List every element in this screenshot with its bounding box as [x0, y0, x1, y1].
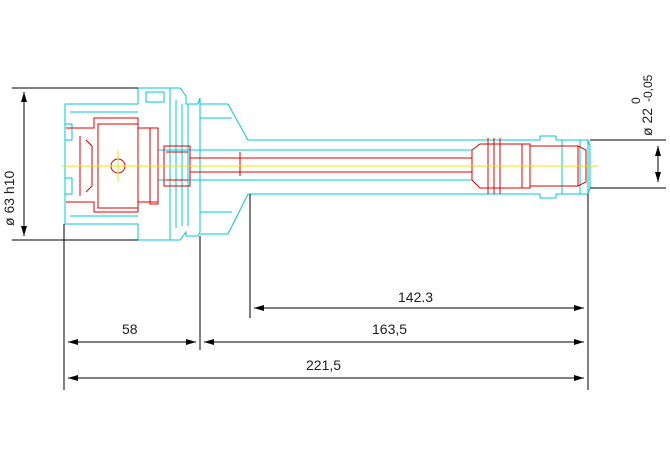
dim-length-163-5: 163,5 [372, 321, 407, 337]
dim-length-142-3: 142.3 [398, 289, 433, 305]
dim-tolerance-lower: -0,05 [641, 74, 655, 102]
dim-length-58: 58 [122, 321, 138, 337]
dim-tolerance-upper: 0 [629, 97, 643, 104]
dimension-lines [12, 87, 666, 390]
inner-contours [66, 117, 587, 213]
dim-diameter-22: ø 22 [639, 108, 655, 136]
dim-length-221-5: 221,5 [306, 357, 341, 373]
tool-holder-outline [64, 87, 591, 241]
centerline [62, 150, 598, 182]
dim-diameter-63: ø 63 h10 [1, 171, 17, 226]
